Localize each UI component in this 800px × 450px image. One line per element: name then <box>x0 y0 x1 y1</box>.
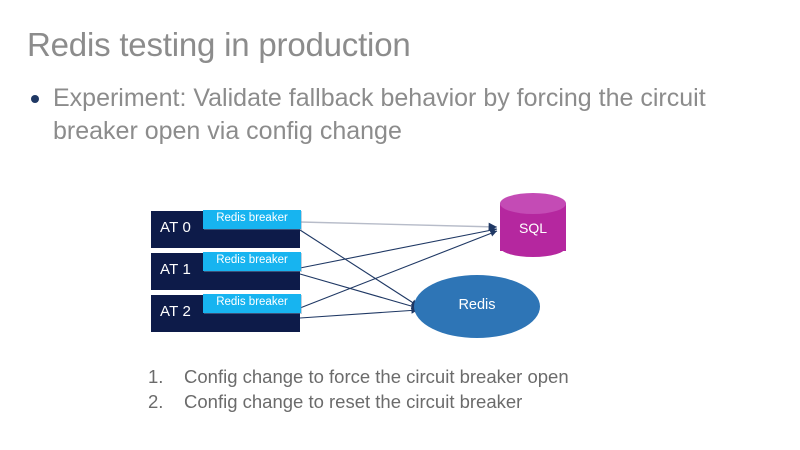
connector-at0-sql <box>299 221 498 231</box>
node-at-1-label: AT 1 <box>160 261 192 278</box>
breaker-chip-at-1[interactable]: Redis breaker <box>203 252 301 271</box>
node-sql-datastore[interactable]: SQL <box>500 193 566 261</box>
breaker-chip-at-0-label: Redis breaker <box>216 212 288 224</box>
list-item: Experiment: Validate fallback behavior b… <box>27 82 782 148</box>
numbered-steps-list: 1. Config change to force the circuit br… <box>148 364 748 414</box>
node-at-2-label: AT 2 <box>160 303 192 320</box>
bullet-list: Experiment: Validate fallback behavior b… <box>27 82 782 148</box>
node-redis-label: Redis <box>458 297 496 313</box>
list-item: 2. Config change to reset the circuit br… <box>148 389 748 414</box>
step-text: Config change to reset the circuit break… <box>184 391 523 412</box>
node-redis-datastore[interactable]: Redis <box>414 275 540 338</box>
connector-at2-redis <box>299 307 419 319</box>
bullet-dot-icon <box>31 95 39 103</box>
node-at-1[interactable]: AT 1 Redis breaker <box>151 252 301 290</box>
list-item: 1. Config change to force the circuit br… <box>148 364 748 389</box>
connector-at1-redis <box>299 273 419 310</box>
step-marker: 2. <box>148 391 164 412</box>
step-text: Config change to force the circuit break… <box>184 366 569 387</box>
connector-at0-redis <box>299 229 419 307</box>
cylinder-top-shape <box>500 193 566 214</box>
page-title: Redis testing in production <box>27 26 411 63</box>
connector-at1-sql <box>299 227 498 269</box>
breaker-chip-at-2-label: Redis breaker <box>216 296 288 308</box>
bullet-text: Experiment: Validate fallback behavior b… <box>53 84 706 145</box>
node-at-0-label: AT 0 <box>160 219 192 236</box>
node-sql-label: SQL <box>518 220 547 236</box>
node-at-2[interactable]: AT 2 Redis breaker <box>151 294 301 332</box>
breaker-chip-at-1-label: Redis breaker <box>216 254 288 266</box>
node-at-0[interactable]: AT 0 Redis breaker <box>151 210 301 248</box>
breaker-chip-at-0[interactable]: Redis breaker <box>203 210 301 229</box>
step-marker: 1. <box>148 366 164 387</box>
breaker-chip-at-2[interactable]: Redis breaker <box>203 294 301 313</box>
